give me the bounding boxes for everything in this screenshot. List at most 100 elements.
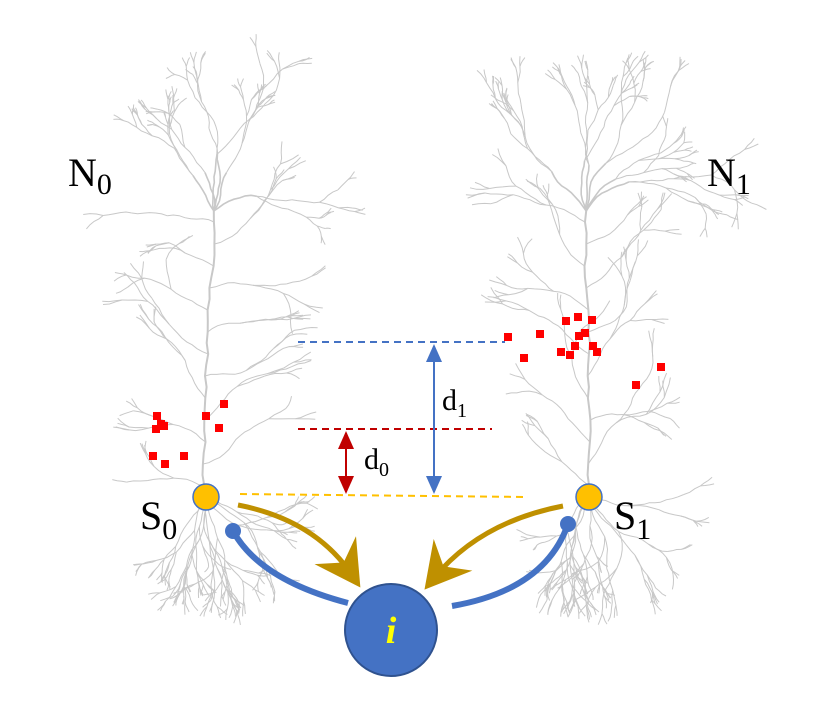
dendrite-segment bbox=[521, 127, 529, 149]
dendrite-segment bbox=[245, 348, 274, 371]
dendrite-segment bbox=[581, 587, 587, 607]
dendrite-segment bbox=[259, 63, 265, 88]
dendrite-segment bbox=[298, 57, 313, 62]
dendrite-segment bbox=[202, 545, 214, 560]
dendrite-segment bbox=[294, 496, 300, 505]
dendrite-segment bbox=[646, 574, 657, 589]
dendrite-segment bbox=[610, 77, 614, 86]
dendrite-segment bbox=[168, 127, 178, 151]
dendrite-segment bbox=[527, 148, 552, 172]
dendrite-segment bbox=[510, 133, 528, 150]
dendrite-segment bbox=[492, 75, 494, 85]
dendrite-segment bbox=[559, 71, 568, 87]
dendrite-segment bbox=[136, 407, 152, 417]
dendrite-segment bbox=[189, 52, 195, 63]
dendrite-segment bbox=[211, 153, 218, 212]
dendrite-segment bbox=[520, 536, 529, 540]
dendrite-segment bbox=[613, 605, 617, 618]
dendrite-segment bbox=[232, 603, 241, 611]
dendrite-segment bbox=[596, 584, 600, 594]
dendrite-segment bbox=[704, 228, 708, 238]
dendrite-segment bbox=[580, 160, 587, 212]
dendrite-segment bbox=[511, 114, 523, 128]
dendrite-segment bbox=[628, 180, 667, 189]
dendrite-segment bbox=[286, 372, 300, 380]
synapse-marker bbox=[161, 460, 169, 468]
dendrite-segment bbox=[594, 571, 604, 588]
dendrite-segment bbox=[170, 288, 208, 311]
dendrite-segment bbox=[169, 103, 174, 114]
dendrite-segment bbox=[644, 290, 657, 305]
dendrite-segment bbox=[642, 59, 645, 69]
synapse-marker bbox=[202, 412, 210, 420]
dendrite-segment bbox=[161, 572, 163, 583]
dendrite-segment bbox=[621, 87, 632, 94]
dendrite-segment bbox=[547, 599, 553, 615]
dendrite-segment bbox=[586, 576, 592, 591]
dendrite-segment bbox=[643, 155, 660, 173]
dendrite-segment bbox=[641, 96, 649, 100]
dendrite-segment bbox=[128, 426, 149, 429]
dendrite-segment bbox=[192, 66, 198, 75]
dendrite-segment bbox=[135, 563, 142, 572]
dendrite-segment bbox=[589, 525, 593, 545]
dendrite-segment bbox=[156, 572, 163, 581]
dendrite-segment bbox=[542, 185, 548, 195]
dendrite-segment bbox=[584, 576, 588, 593]
dendrite-segment bbox=[554, 579, 567, 587]
dendrite-segment bbox=[297, 494, 308, 503]
dendrite-segment bbox=[257, 515, 273, 524]
dendrite-segment bbox=[216, 606, 222, 619]
dendrite-segment bbox=[225, 560, 243, 582]
dendrite-segment bbox=[649, 410, 671, 419]
dendrite-segment bbox=[208, 128, 219, 161]
dendrite-segment bbox=[564, 412, 591, 443]
dendrite-segment bbox=[676, 167, 688, 174]
soma-s1-label: S1 bbox=[614, 493, 651, 546]
dendrite-segment bbox=[569, 534, 576, 565]
dendrite-segment bbox=[213, 569, 216, 589]
dendrite-segment bbox=[561, 584, 565, 603]
dendrite-segment bbox=[667, 396, 681, 404]
dendrite-segment bbox=[319, 201, 339, 209]
dendrite-segment bbox=[167, 124, 169, 136]
dendrite-segment bbox=[298, 56, 310, 62]
dendrite-segment bbox=[551, 209, 561, 235]
dendrite-segment bbox=[243, 569, 259, 574]
dendrite-segment bbox=[347, 171, 355, 180]
dendrite-segment bbox=[476, 70, 487, 83]
dendrite-segment bbox=[502, 303, 530, 311]
dendrite-segment bbox=[248, 106, 259, 123]
dendrite-segment bbox=[213, 159, 222, 212]
dendrite-segment bbox=[571, 585, 586, 601]
dendrite-segment bbox=[257, 574, 265, 585]
dendrite-segment bbox=[575, 527, 584, 555]
dendrite-segment bbox=[551, 66, 561, 73]
dendrite-segment bbox=[643, 421, 659, 429]
dendrite-segment bbox=[103, 211, 132, 216]
dendrite-segment bbox=[700, 186, 720, 196]
dendrite-segment bbox=[569, 529, 577, 559]
dendrite-segment bbox=[243, 99, 247, 117]
dendrite-segment bbox=[622, 60, 630, 70]
dendrite-segment bbox=[232, 603, 239, 613]
dendrite-segment bbox=[579, 561, 599, 572]
dendrite-segment bbox=[649, 402, 668, 412]
dendrite-segment bbox=[164, 336, 186, 361]
dendrite-segment bbox=[141, 124, 153, 137]
dendrite-segment bbox=[278, 52, 280, 63]
inhibitory-arc-to-s0 bbox=[230, 529, 349, 606]
synapse-marker bbox=[153, 412, 161, 420]
dendrite-segment bbox=[612, 590, 617, 606]
dendrite-segment bbox=[621, 230, 642, 258]
dendrite-segment bbox=[548, 583, 551, 594]
dendrite-segment bbox=[242, 601, 245, 617]
dendrite-segment bbox=[633, 83, 636, 103]
dendrite-segment bbox=[663, 126, 667, 140]
dendrite-segment bbox=[154, 559, 165, 571]
dendrite-segment bbox=[620, 102, 636, 126]
dendrite-segment bbox=[535, 594, 542, 608]
dendrite-segment bbox=[125, 400, 138, 409]
dendrite-segment bbox=[673, 142, 685, 153]
dendrite-segment bbox=[508, 253, 518, 264]
